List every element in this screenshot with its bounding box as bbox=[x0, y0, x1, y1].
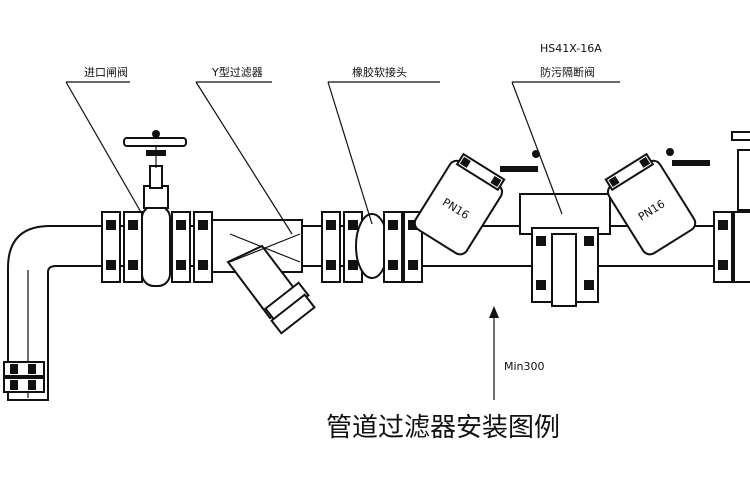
label-rubber-joint: 橡胶软接头 bbox=[352, 65, 407, 79]
diagram-title: 管道过滤器安装图例 bbox=[326, 413, 560, 443]
y-strainer bbox=[211, 219, 316, 335]
flange-pair-5 bbox=[713, 211, 750, 283]
backflow-valve-right-body: PN16 bbox=[604, 148, 710, 256]
label-dimension: Min300 bbox=[504, 360, 545, 373]
backflow-preventer-center bbox=[519, 193, 611, 307]
flange-pair-2 bbox=[171, 211, 213, 283]
label-backflow-model: HS41X-16A bbox=[540, 42, 602, 55]
leader-lines bbox=[65, 81, 620, 400]
support-flange-bottom-left bbox=[3, 361, 45, 393]
label-backflow-name: 防污隔断阀 bbox=[540, 65, 595, 79]
label-y-strainer: Y型过滤器 bbox=[211, 65, 263, 79]
inlet-gate-valve bbox=[123, 130, 187, 287]
flange-pair-4 bbox=[383, 211, 423, 283]
right-edge-valve-stem bbox=[731, 131, 750, 211]
label-inlet-gate-valve: 进口闸阀 bbox=[84, 65, 128, 79]
